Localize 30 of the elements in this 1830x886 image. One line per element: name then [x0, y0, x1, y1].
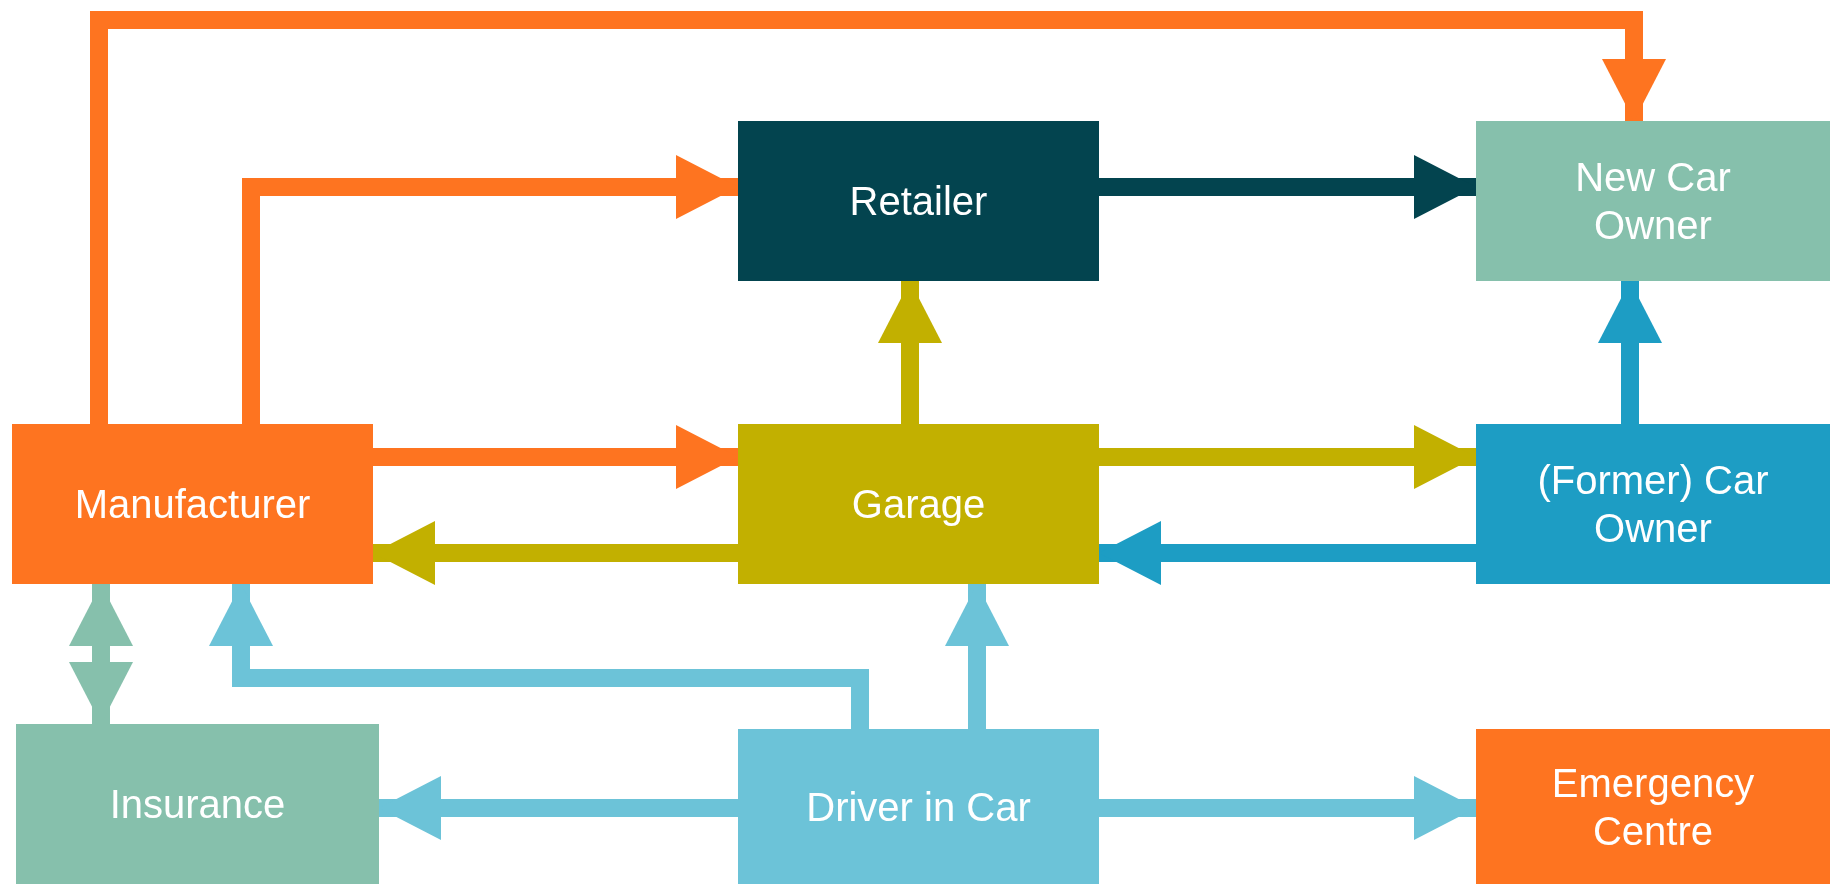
box-label: Retailer [849, 178, 988, 225]
process-box [738, 424, 1099, 584]
box-label: Emergency Centre [1550, 759, 1756, 855]
process-box [1476, 121, 1830, 281]
arrow [945, 584, 1009, 729]
box-label: (Former) Car Owner [1536, 457, 1770, 552]
process-box [1476, 729, 1830, 884]
arrow [373, 425, 738, 489]
arrow [379, 776, 738, 840]
arrow [1099, 155, 1476, 219]
process-box [12, 424, 373, 584]
box-label: Garage [851, 481, 986, 528]
arrow [1099, 521, 1476, 585]
box-label: Driver in Car [806, 783, 1031, 831]
process-box [738, 121, 1099, 281]
process-box [738, 729, 1099, 884]
arrow [878, 281, 942, 424]
arrow [69, 584, 133, 724]
arrow [1099, 425, 1476, 489]
arrow [373, 521, 738, 585]
arrow [1598, 281, 1662, 424]
box-label: Insurance [109, 781, 286, 828]
box-label: Manufacturer [74, 481, 311, 528]
box-label: New Car Owner [1574, 154, 1732, 249]
arrow [90, 11, 1666, 424]
arrow [1099, 776, 1476, 840]
arrow [242, 155, 738, 424]
process-box [16, 724, 379, 884]
process-box [1476, 424, 1830, 584]
arrow [209, 584, 869, 729]
